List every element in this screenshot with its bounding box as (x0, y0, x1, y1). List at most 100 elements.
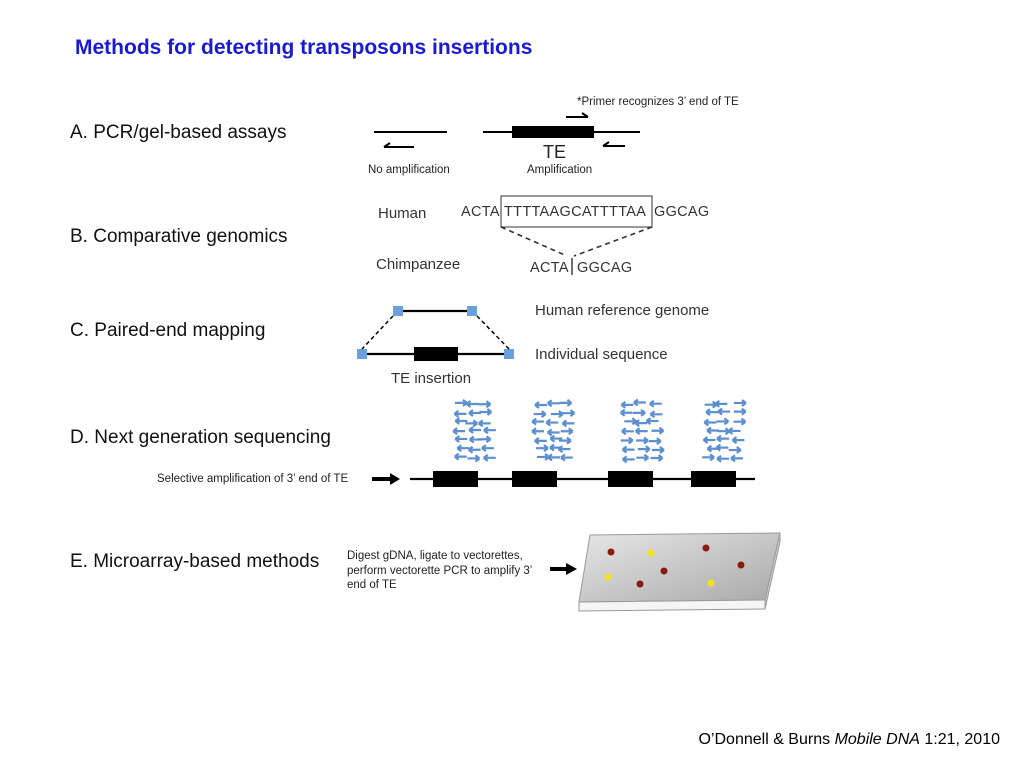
section-d-label: D. Next generation sequencing (70, 427, 331, 448)
read-arrow (531, 427, 545, 436)
array-spot (707, 579, 715, 587)
read-arrow (549, 434, 563, 443)
slide-title: Methods for detecting transposons insert… (75, 36, 533, 59)
read-arrow (651, 446, 665, 454)
read-arrow (634, 419, 648, 428)
read-arrow (649, 410, 663, 419)
read-arrow (705, 408, 719, 416)
pair-dash-right (476, 315, 510, 350)
read-arrow (535, 444, 549, 453)
read-arrow (730, 454, 743, 463)
no-amplification-label: No amplification (368, 164, 450, 176)
read-arrow (550, 410, 564, 418)
read-arrow (733, 417, 747, 426)
read-arrow (478, 435, 492, 444)
pcr-diagram (374, 112, 640, 148)
read-arrow (454, 435, 468, 443)
read-arrow (621, 445, 635, 454)
read-arrow (559, 399, 573, 407)
read-arrow (731, 436, 745, 445)
ind-marker-right (504, 349, 514, 359)
read-arrow (468, 426, 482, 434)
dashed-right (573, 226, 653, 257)
te-insert-block (414, 347, 458, 361)
read-arrow (702, 436, 716, 444)
ngs-arrow-head (390, 473, 400, 485)
read-arrow (454, 452, 467, 461)
array-spot (702, 544, 710, 552)
read-arrow (621, 427, 634, 436)
individual-sequence-label: Individual sequence (535, 346, 668, 363)
read-arrow (703, 418, 717, 427)
section-b-label: B. Comparative genomics (70, 226, 288, 247)
array-slide-top (578, 532, 781, 603)
human-seq-left: ACTA (461, 204, 500, 220)
read-arrow (634, 427, 648, 435)
read-arrow (635, 436, 649, 445)
read-arrow (714, 400, 728, 408)
reference-genome-label: Human reference genome (535, 302, 710, 319)
read-arrow (467, 454, 481, 463)
te-label: TE (543, 142, 567, 162)
paired-end-diagram (357, 306, 514, 361)
read-arrow (733, 399, 747, 407)
dashed-left (500, 226, 568, 257)
te-insertion-label: TE insertion (391, 370, 472, 387)
read-arrow (557, 445, 571, 453)
read-arrow (534, 437, 547, 445)
human-label: Human (378, 205, 427, 222)
array-slide-side (764, 532, 781, 610)
read-arrow (561, 419, 575, 428)
read-arrow (621, 455, 635, 464)
read-arrow (702, 453, 715, 462)
read-arrow (478, 400, 492, 409)
array-arrow-head (566, 563, 577, 575)
insert-box (500, 195, 653, 228)
read-arrow (727, 427, 741, 435)
read-arrow (636, 453, 649, 462)
read-arrow (620, 400, 634, 409)
read-arrow (716, 434, 729, 443)
read-arrow (453, 409, 467, 418)
read-arrow (452, 427, 466, 436)
read-arrow (633, 408, 646, 417)
pair-dash-left (361, 315, 394, 350)
section-c-label: C. Paired-end mapping (70, 320, 266, 341)
read-arrow (468, 409, 481, 417)
citation-journal: Mobile DNA (834, 731, 920, 748)
read-arrow (547, 453, 560, 462)
read-arrow (560, 453, 573, 462)
read-arrow (483, 426, 496, 435)
read-arrow (467, 445, 481, 454)
human-seq-insert: TTTTAAGCATTTTAA (504, 204, 647, 220)
microarray-diagram (550, 532, 781, 612)
array-spot (604, 573, 612, 581)
selective-amplification-label: Selective amplification of 3’ end of TE (157, 473, 349, 485)
read-arrow (481, 444, 494, 453)
array-spot (647, 549, 655, 557)
read-arrow (546, 428, 560, 437)
read-arrow (619, 408, 633, 417)
array-spots (604, 544, 745, 588)
ngs-te-3 (608, 471, 653, 487)
read-arrow (560, 427, 574, 436)
read-arrow (649, 399, 662, 408)
ngs-te-4 (691, 471, 736, 487)
read-arrow (547, 399, 560, 408)
read-arrow (562, 409, 576, 418)
read-arrow (558, 436, 572, 445)
read-arrow (716, 417, 730, 426)
read-arrow (648, 437, 662, 446)
array-slide-front (578, 599, 766, 612)
ngs-te-2 (512, 471, 557, 487)
read-arrow (465, 400, 479, 408)
read-arrow (651, 426, 665, 435)
ngs-te-1 (433, 471, 478, 487)
chimpanzee-label: Chimpanzee (376, 256, 461, 273)
amplification-label: Amplification (527, 164, 593, 176)
array-spot (660, 567, 668, 575)
read-arrow (533, 410, 547, 418)
read-arrow (536, 453, 550, 461)
citation-ref: 1:21, 2010 (924, 731, 1000, 748)
